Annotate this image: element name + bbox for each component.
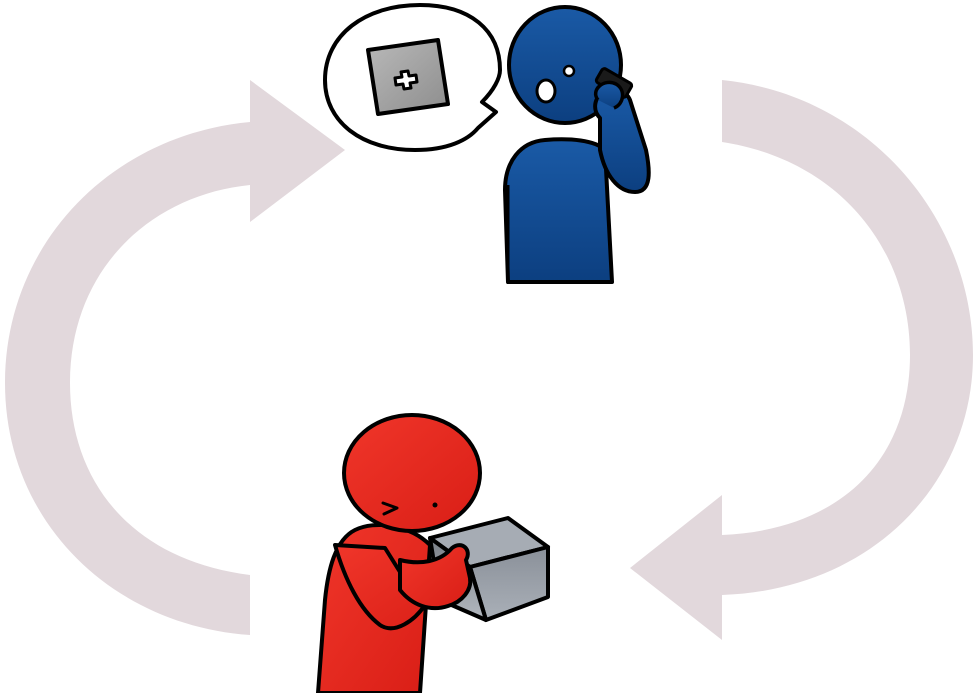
blue-person-eye (562, 64, 576, 78)
box-plus-icon (366, 38, 450, 116)
red-person-head (342, 413, 482, 533)
right-cycle-arrow (630, 80, 973, 640)
red-person-eye (381, 501, 399, 516)
speech-bubble (323, 3, 502, 152)
blue-person-mouth (535, 78, 557, 104)
left-cycle-arrow (5, 80, 345, 635)
blue-person-body (503, 137, 614, 284)
red-person (316, 413, 550, 693)
red-person-front-hand (398, 543, 473, 611)
blue-person (503, 5, 651, 284)
